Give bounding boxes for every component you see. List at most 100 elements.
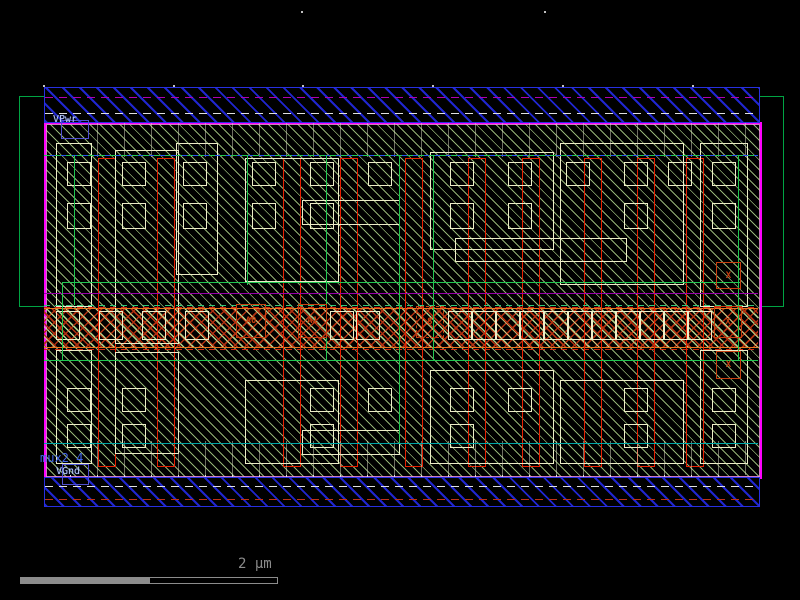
diffusion-contact <box>122 388 146 412</box>
li-tab-tick <box>529 123 530 157</box>
li-tab-tick <box>664 441 665 475</box>
ruler-mark-dot <box>544 11 546 13</box>
li-tab-tick <box>637 441 638 475</box>
li-tab-tick <box>151 123 152 157</box>
contact-box <box>448 311 472 340</box>
pin-label-X: X <box>716 262 741 289</box>
diffusion-outline <box>302 200 400 225</box>
vgnd-label-box <box>62 464 89 485</box>
li-tab-tick <box>502 441 503 475</box>
diffusion-outline <box>455 238 627 262</box>
diffusion-contact <box>508 203 532 229</box>
ruler-mark-dot <box>562 85 564 87</box>
poly-gate <box>637 158 655 467</box>
li-tab-tick <box>502 123 503 157</box>
diffusion-contact <box>310 388 334 412</box>
li-tab-tick <box>421 441 422 475</box>
poly-gate <box>522 158 540 467</box>
li-tab-tick <box>475 441 476 475</box>
contact-box <box>185 311 209 340</box>
contact-box <box>664 311 688 340</box>
li-tab-tick <box>367 123 368 157</box>
diffusion-contact <box>508 162 532 186</box>
psub-boundary-dash <box>45 499 759 500</box>
li-tab-tick <box>286 123 287 157</box>
li-tab-tick <box>340 441 341 475</box>
diffusion-contact <box>712 162 736 186</box>
li-tab-tick <box>718 123 719 157</box>
diffusion-contact <box>624 162 648 186</box>
li-tab-tick <box>421 123 422 157</box>
li-tab-tick <box>178 123 179 157</box>
net-vline <box>399 155 400 443</box>
diffusion-outline <box>700 350 748 464</box>
li-tab-tick <box>259 123 260 157</box>
ruler-mark-dot <box>692 85 694 87</box>
diffusion-outline <box>430 152 554 250</box>
li-tab-tick <box>556 441 557 475</box>
scale-bar-outline <box>149 577 278 584</box>
vgnd-metal-rail <box>44 477 760 507</box>
net-vline <box>738 155 739 360</box>
li-tab-tick <box>340 123 341 157</box>
pin-label-S: S <box>416 306 444 338</box>
li-tab-tick <box>394 123 395 157</box>
diffusion-contact <box>508 388 532 412</box>
diffusion-outline <box>115 150 179 344</box>
contact-box <box>142 311 166 340</box>
li-tab-tick <box>286 441 287 475</box>
diffusion-contact <box>122 203 146 229</box>
scale-bar-label: 2 µm <box>238 556 272 572</box>
li-tab-tick <box>475 123 476 157</box>
li-tab-tick <box>448 441 449 475</box>
poly-gate <box>468 158 486 467</box>
diffusion-outline <box>176 143 218 275</box>
li-tab-tick <box>637 123 638 157</box>
diffusion-contact <box>183 203 207 229</box>
li-tab-tick <box>367 441 368 475</box>
li-tab-tick <box>394 441 395 475</box>
poly-gate <box>686 158 704 467</box>
net-vline <box>74 155 75 305</box>
net-vline <box>326 155 327 360</box>
ruler-mark-dot <box>432 85 434 87</box>
contact-box <box>356 311 380 340</box>
contact-box <box>56 311 80 340</box>
li-tab-tick <box>97 441 98 475</box>
li-tab-tick <box>745 123 746 157</box>
diffusion-outline <box>560 380 684 464</box>
diffusion-contact <box>624 203 648 229</box>
pin-label-X: X <box>716 351 741 379</box>
layer-edge-hline <box>44 443 758 444</box>
layer-edge-hline <box>44 293 758 294</box>
li-tab-tick <box>664 123 665 157</box>
vpwr-label-box <box>61 120 89 139</box>
li-tab-tick <box>124 123 125 157</box>
diffusion-contact <box>183 162 207 186</box>
li-tab-tick <box>205 123 206 157</box>
pin-label-A0: A0 <box>236 304 266 338</box>
diffusion-contact <box>122 424 146 448</box>
diffusion-contact <box>310 162 334 186</box>
diffusion-contact <box>122 162 146 186</box>
pin-label-X: X <box>714 306 742 338</box>
li-tab-tick <box>313 441 314 475</box>
diffusion-contact <box>624 388 648 412</box>
poly-gate <box>584 158 602 467</box>
diffusion-outline <box>560 143 684 285</box>
li-tab-tick <box>313 123 314 157</box>
li-tab-tick <box>151 441 152 475</box>
diffusion-contact <box>310 424 334 448</box>
layer-edge-hline <box>44 307 758 308</box>
li-tab-tick <box>691 123 692 157</box>
contact-box <box>616 311 640 340</box>
diffusion-contact <box>712 203 736 229</box>
contact-box <box>99 311 123 340</box>
li-tab-tick <box>448 123 449 157</box>
diffusion-outline <box>245 380 339 464</box>
li-tab-tick <box>124 441 125 475</box>
vpwr-metal-rail <box>44 87 760 123</box>
diffusion-outline <box>245 158 339 282</box>
contact-box <box>472 311 496 340</box>
